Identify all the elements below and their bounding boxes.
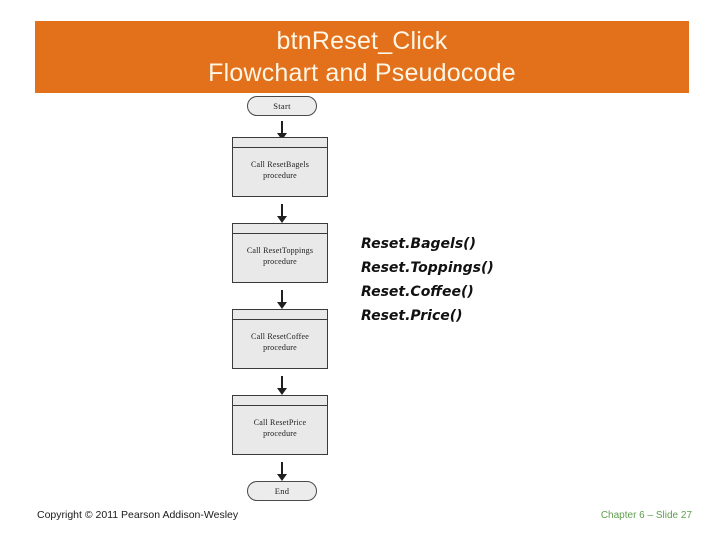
flowchart-process-4: Call ResetPrice procedure — [232, 395, 328, 455]
slide-title-banner: btnReset_Click Flowchart and Pseudocode — [35, 21, 689, 93]
flowchart-arrow-1 — [232, 116, 332, 137]
flowchart-process-2-line2: procedure — [263, 257, 297, 266]
down-arrow-icon — [281, 290, 283, 302]
flowchart-process-2-line1: Call ResetToppings — [246, 246, 314, 255]
flowchart-process-3: Call ResetCoffee procedure — [232, 309, 328, 369]
flowchart-arrow-4 — [232, 369, 332, 395]
flowchart-process-3-line1: Call ResetCoffee — [251, 332, 309, 341]
flowchart-process-2: Call ResetToppings procedure — [232, 223, 328, 283]
flowchart-diagram: Start Call ResetBagels procedure Call Re… — [232, 96, 332, 501]
flowchart-process-4-line2: procedure — [263, 429, 297, 438]
pseudocode-line-3: Reset.Coffee() — [361, 284, 474, 300]
flowchart-arrow-3 — [232, 283, 332, 309]
flowchart-start-terminator: Start — [247, 96, 317, 116]
flowchart-process-1-line2: procedure — [263, 171, 297, 180]
flowchart-end-terminator: End — [247, 481, 317, 501]
slide-title-line-2: Flowchart and Pseudocode — [208, 59, 516, 87]
footer-copyright: Copyright © 2011 Pearson Addison-Wesley — [37, 509, 239, 521]
flowchart-process-1: Call ResetBagels procedure — [232, 137, 328, 197]
pseudocode-line-1: Reset.Bagels() — [361, 236, 476, 252]
flowchart-arrow-2 — [232, 197, 332, 223]
pseudocode-line-2: Reset.Toppings() — [361, 260, 494, 276]
flowchart-process-4-line1: Call ResetPrice — [253, 418, 307, 427]
flowchart-arrow-5 — [232, 455, 332, 481]
slide-title-line-1: btnReset_Click — [276, 27, 448, 55]
pseudocode-line-4: Reset.Price() — [361, 308, 463, 324]
flowchart-end-label: End — [274, 486, 290, 496]
pseudocode-block: Reset.Bagels() Reset.Toppings() Reset.Co… — [361, 232, 601, 328]
down-arrow-icon — [281, 204, 283, 216]
down-arrow-icon — [281, 462, 283, 474]
flowchart-start-label: Start — [273, 101, 291, 111]
down-arrow-icon — [281, 376, 283, 388]
flowchart-process-3-line2: procedure — [263, 343, 297, 352]
flowchart-process-1-line1: Call ResetBagels — [250, 160, 310, 169]
footer-chapter-slide: Chapter 6 – Slide 27 — [600, 510, 692, 521]
down-arrow-icon — [281, 120, 283, 133]
